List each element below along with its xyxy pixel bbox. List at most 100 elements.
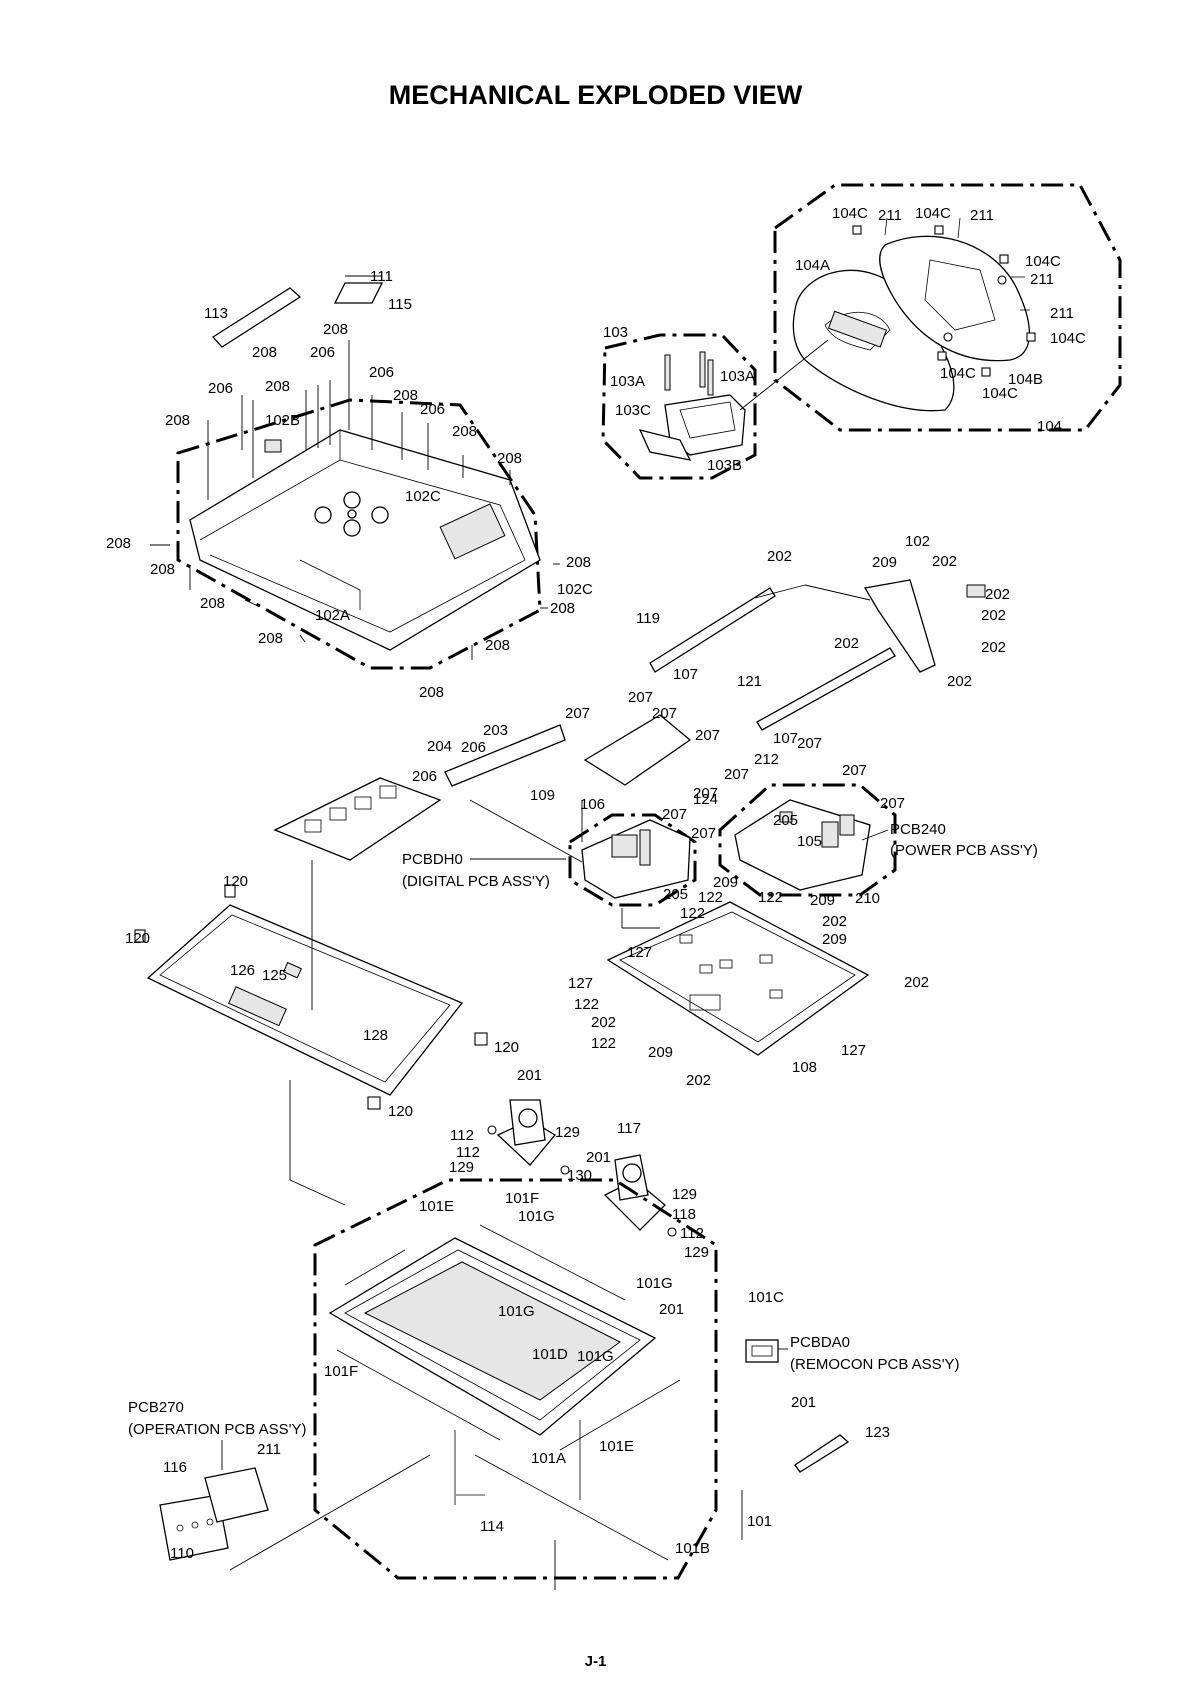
- digital-pcb-assembly: [444, 714, 697, 907]
- callout: 123: [865, 1424, 890, 1441]
- callout: 208: [393, 387, 418, 404]
- callout: 207: [693, 785, 718, 802]
- operation-pcb-ref: PCB270: [128, 1399, 184, 1416]
- callout: 208: [106, 535, 131, 552]
- callout: 101G: [577, 1348, 614, 1365]
- power-pcb-ref: PCB240: [890, 821, 946, 838]
- callout: 201: [517, 1067, 542, 1084]
- callout: 107: [773, 730, 798, 747]
- page-number: J-1: [584, 1653, 607, 1670]
- callout: 130: [567, 1167, 592, 1184]
- callout: 202: [591, 1014, 616, 1031]
- callout: 206: [369, 364, 394, 381]
- callout: 202: [822, 913, 847, 930]
- callout: 211: [1050, 305, 1074, 322]
- callout: 201: [586, 1149, 611, 1166]
- callout: 202: [981, 607, 1006, 624]
- callout: 113: [204, 305, 228, 322]
- operation-pcb: [159, 1454, 431, 1571]
- page-title: MECHANICAL EXPLODED VIEW: [388, 80, 803, 110]
- callout: 211: [878, 207, 902, 224]
- callout: 201: [791, 1394, 816, 1411]
- callout: 202: [686, 1072, 711, 1089]
- callout: 202: [767, 548, 792, 565]
- callout: 211: [1030, 271, 1054, 288]
- callout: 103: [603, 324, 628, 341]
- callout: 101B: [675, 1540, 710, 1557]
- callout: 121: [737, 673, 762, 690]
- callout: 101G: [518, 1208, 555, 1225]
- callout: 207: [880, 795, 905, 812]
- callout: 112: [680, 1225, 704, 1242]
- callout: 104B: [1008, 371, 1043, 388]
- callout: 206: [412, 768, 437, 785]
- callout: 102C: [557, 581, 593, 598]
- board-left: [273, 777, 442, 861]
- callout: 118: [672, 1206, 696, 1223]
- callout: 129: [684, 1244, 709, 1261]
- callout: 211: [257, 1441, 281, 1458]
- callout: 104C: [940, 365, 976, 382]
- callout: 120: [388, 1103, 413, 1120]
- callout: 202: [985, 586, 1010, 603]
- callout: 209: [822, 931, 847, 948]
- callout: 101: [747, 1513, 772, 1530]
- callout: 102C: [405, 488, 441, 505]
- callout: 204: [427, 738, 452, 755]
- callout: 208: [550, 600, 575, 617]
- digital-pcb-name: (DIGITAL PCB ASS'Y): [402, 873, 550, 890]
- callout: 101E: [599, 1438, 634, 1455]
- remocon-pcb: [745, 1339, 850, 1473]
- callout: 202: [947, 673, 972, 690]
- callout: 116: [163, 1459, 187, 1476]
- callout: 104C: [1050, 330, 1086, 347]
- callout: 126: [230, 962, 255, 979]
- callout: 208: [452, 423, 477, 440]
- callout: 209: [810, 892, 835, 909]
- callout: 102: [905, 533, 930, 550]
- callout: 104C: [915, 205, 951, 222]
- callout: 208: [497, 450, 522, 467]
- callout: 104C: [982, 385, 1018, 402]
- callout: 205: [773, 812, 798, 829]
- power-pcb-assembly: [718, 783, 897, 897]
- callout: 122: [574, 996, 599, 1013]
- callout: 211: [970, 207, 994, 224]
- callout: 101A: [531, 1450, 566, 1467]
- callout: 101F: [505, 1190, 539, 1207]
- callout: 101D: [532, 1346, 568, 1363]
- assembly-labels: PCBDH0 (DIGITAL PCB ASS'Y) PCB240 (POWER…: [128, 821, 1038, 1470]
- callout: 208: [252, 344, 277, 361]
- callout: 101F: [324, 1363, 358, 1380]
- callout: 103A: [610, 373, 645, 390]
- callout: 108: [792, 1059, 817, 1076]
- callout: 103A: [720, 368, 755, 385]
- lead-lines: [289, 1080, 743, 1590]
- callout: 207: [842, 762, 867, 779]
- callout: 208: [150, 561, 175, 578]
- callout: 208: [485, 637, 510, 654]
- callout: 206: [420, 401, 445, 418]
- callout: 128: [363, 1027, 388, 1044]
- callout: 207: [628, 689, 653, 706]
- callout: 117: [617, 1120, 641, 1137]
- callout: 104: [1037, 418, 1062, 435]
- callout: 208: [265, 378, 290, 395]
- callout: 207: [695, 727, 720, 744]
- callout: 114: [480, 1518, 504, 1535]
- callout: 210: [855, 890, 880, 907]
- callout: 207: [797, 735, 822, 752]
- callout: 127: [568, 975, 593, 992]
- callout: 206: [461, 739, 486, 756]
- callout: 103C: [615, 402, 651, 419]
- callout: 129: [672, 1186, 697, 1203]
- callout: 104C: [832, 205, 868, 222]
- callout: 209: [713, 874, 738, 891]
- callout: 106: [580, 796, 605, 813]
- callout: 209: [872, 554, 897, 571]
- callout: 102B: [265, 412, 300, 429]
- callout: 129: [555, 1124, 580, 1141]
- callout: 202: [904, 974, 929, 991]
- callout: 209: [648, 1044, 673, 1061]
